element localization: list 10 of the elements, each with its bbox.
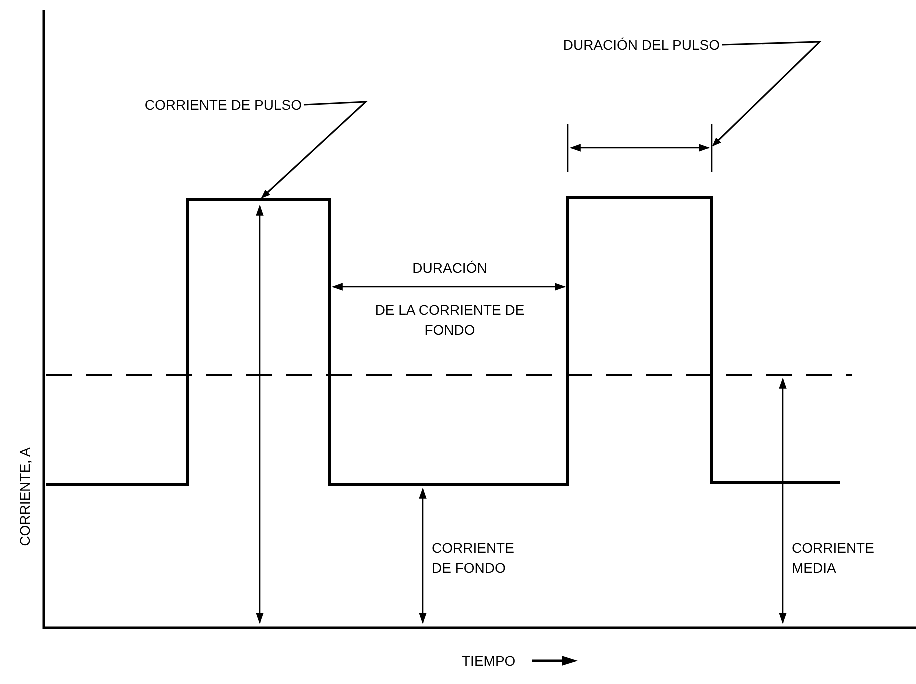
dimension-label: CORRIENTE MEDIA: [792, 539, 876, 578]
callout-text: DURACIÓN DEL PULSO: [556, 36, 720, 54]
dimension-label: CORRIENTE DE FONDO: [432, 539, 516, 578]
dimension-label: DURACIÓN: [412, 259, 488, 278]
callout-text: CORRIENTE DE PULSO: [140, 96, 302, 114]
leader-line: [261, 101, 368, 199]
dimension-label: DE LA CORRIENTE DE FONDO: [374, 301, 526, 340]
leader-line: [712, 41, 822, 147]
axis-label: TIEMPO: [462, 652, 517, 671]
axis-label: CORRIENTE, A: [16, 446, 34, 548]
